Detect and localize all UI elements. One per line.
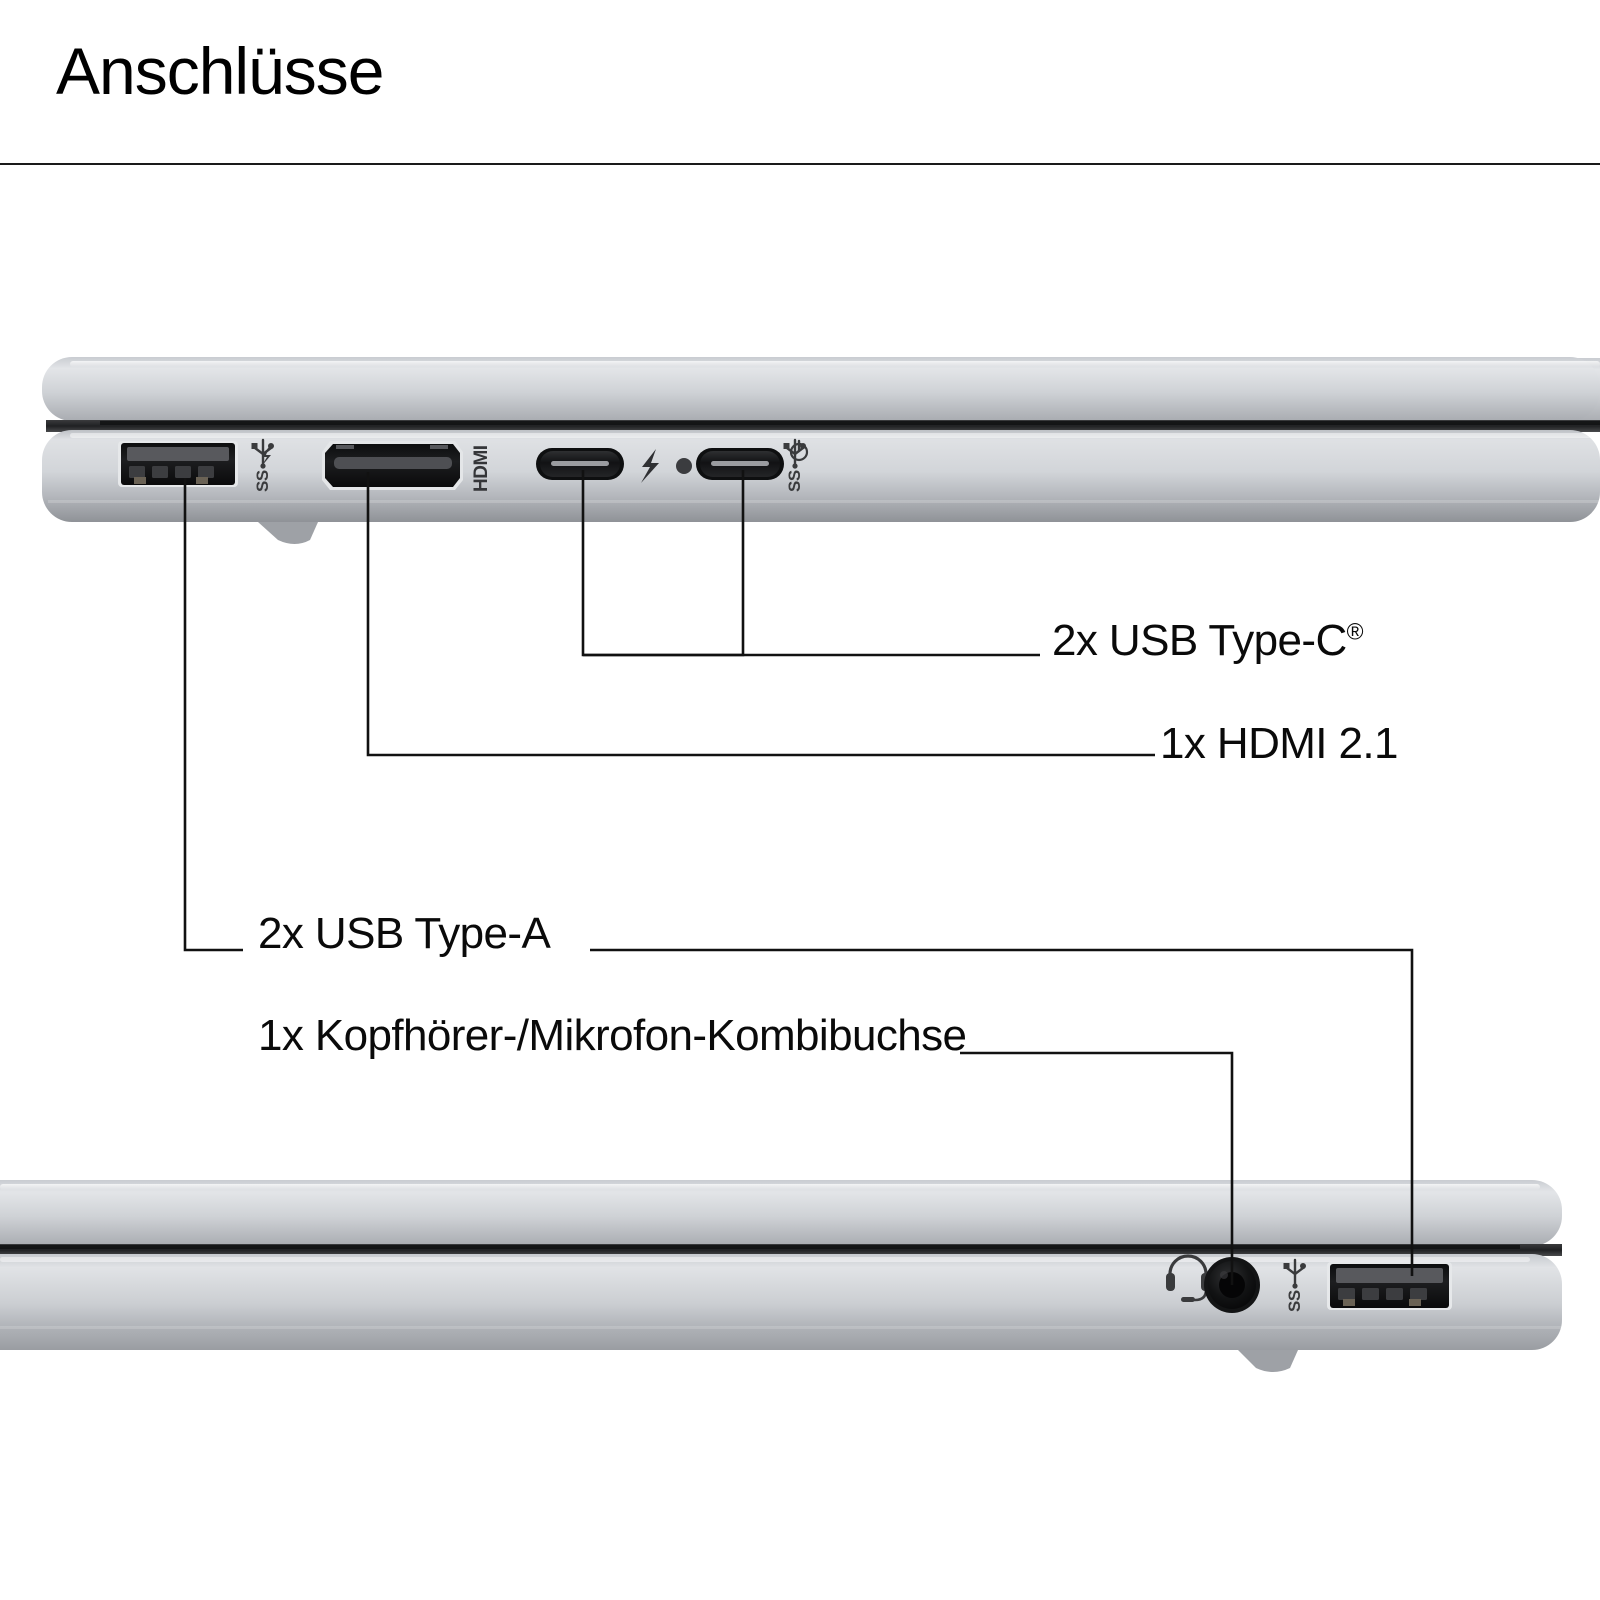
callout-label-audio-combo: 1x Kopfhörer-/Mikrofon-Kombibuchse	[258, 1011, 967, 1060]
leader-audio	[960, 1051, 1234, 1285]
top-device-illustration: SS H	[42, 357, 1600, 544]
svg-text:SS: SS	[1285, 1290, 1304, 1312]
usb-c-port-1	[536, 448, 624, 480]
title-divider	[0, 163, 1600, 165]
page-title: Anschlüsse	[56, 34, 385, 108]
svg-text:SS: SS	[253, 470, 272, 492]
usb-c-port-2	[696, 448, 784, 480]
callout-label-hdmi: 1x HDMI 2.1	[1160, 719, 1399, 768]
hdmi-port	[322, 441, 463, 490]
superspeed-usb-icon: SS	[1283, 1258, 1306, 1312]
usb-a-port-bottom	[1327, 1262, 1452, 1310]
leader-lines	[183, 470, 1414, 1285]
hdmi-wordmark: HDMI	[471, 445, 492, 492]
svg-text:HDMI: HDMI	[471, 445, 492, 492]
leader-hdmi	[366, 472, 1155, 757]
callout-usb-c-text: 2x USB Type-C	[1052, 616, 1347, 665]
superspeed-usb-icon: SS	[251, 438, 274, 492]
power-standby-icon	[789, 439, 809, 462]
svg-text:SS: SS	[785, 470, 804, 492]
registered-mark: ®	[1346, 618, 1364, 645]
callout-label-usb-c: 2x USB Type-C®	[1052, 616, 1364, 665]
usb-a-port-top	[118, 441, 238, 487]
lightning-bolt-icon	[261, 445, 271, 467]
leader-usb-a-top	[183, 478, 243, 952]
thunderbolt-icon	[641, 449, 659, 483]
bottom-device-illustration: SS	[0, 1180, 1562, 1372]
leader-usb-a-bottom	[590, 948, 1414, 1276]
led-indicator-dot	[676, 458, 692, 474]
callout-label-usb-a: 2x USB Type-A	[258, 909, 551, 958]
